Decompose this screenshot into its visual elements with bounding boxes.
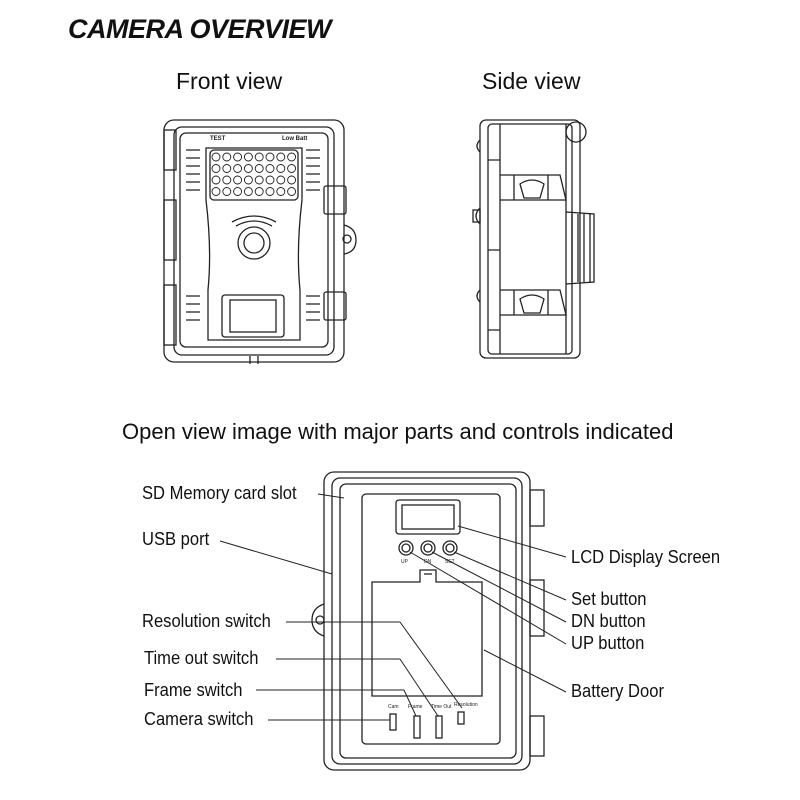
side-view-drawing bbox=[472, 119, 595, 359]
led bbox=[211, 187, 221, 196]
led bbox=[287, 175, 297, 185]
led bbox=[243, 164, 253, 173]
open-view-label: Open view image with major parts and con… bbox=[122, 419, 674, 444]
led bbox=[254, 164, 264, 173]
open-view-drawing bbox=[311, 471, 545, 771]
led bbox=[276, 152, 286, 162]
front-low-batt-label: Low Batt bbox=[282, 136, 307, 142]
switch-cam-label: Cam bbox=[388, 704, 399, 710]
led bbox=[211, 175, 221, 185]
led bbox=[276, 164, 286, 173]
set-button-callout: Set button bbox=[571, 589, 647, 609]
usb-port-callout: USB port bbox=[142, 529, 210, 549]
led bbox=[276, 187, 286, 196]
led bbox=[233, 164, 243, 173]
led bbox=[276, 175, 286, 185]
led bbox=[222, 175, 232, 185]
led bbox=[265, 187, 275, 196]
battery-door-callout: Battery Door bbox=[571, 681, 664, 701]
led bbox=[254, 152, 264, 162]
front-view-label: Front view bbox=[176, 68, 283, 94]
resolution-switch-callout: Resolution switch bbox=[142, 611, 271, 631]
led bbox=[211, 164, 221, 173]
button-up-label: UP bbox=[401, 559, 409, 565]
led-array bbox=[211, 152, 297, 196]
dn-button-callout: DN button bbox=[571, 611, 646, 631]
camera-switch-callout: Camera switch bbox=[144, 709, 254, 729]
led bbox=[243, 187, 253, 196]
led bbox=[254, 187, 264, 196]
page-title: CAMERA OVERVIEW bbox=[68, 14, 332, 44]
led bbox=[287, 164, 297, 173]
led bbox=[222, 164, 232, 173]
switch-frame-label: Frame bbox=[408, 704, 423, 710]
front-test-label: TEST bbox=[210, 136, 226, 142]
lcd-callout: LCD Display Screen bbox=[571, 547, 721, 567]
sd-slot-callout: SD Memory card slot bbox=[142, 483, 297, 503]
led bbox=[222, 187, 232, 196]
up-button-callout: UP button bbox=[571, 633, 645, 653]
front-view-drawing bbox=[163, 119, 357, 364]
switch-timeout-label: Time Out bbox=[431, 704, 452, 710]
timeout-switch-callout: Time out switch bbox=[144, 648, 259, 668]
led bbox=[211, 152, 221, 162]
button-dn-label: DN bbox=[424, 559, 432, 565]
frame-switch-callout: Frame switch bbox=[144, 680, 243, 700]
switch-resolution-label: Resolution bbox=[454, 702, 478, 708]
led bbox=[222, 152, 232, 162]
side-view-label: Side view bbox=[482, 68, 581, 94]
button-set-label: SET bbox=[445, 559, 455, 565]
led bbox=[265, 175, 275, 185]
led bbox=[254, 175, 264, 185]
callout-lines bbox=[219, 493, 567, 721]
led bbox=[287, 152, 297, 162]
led bbox=[233, 187, 243, 196]
led bbox=[243, 175, 253, 185]
led bbox=[233, 152, 243, 162]
led bbox=[243, 152, 253, 162]
led bbox=[233, 175, 243, 185]
led bbox=[287, 187, 297, 196]
led bbox=[265, 152, 275, 162]
led bbox=[265, 164, 275, 173]
